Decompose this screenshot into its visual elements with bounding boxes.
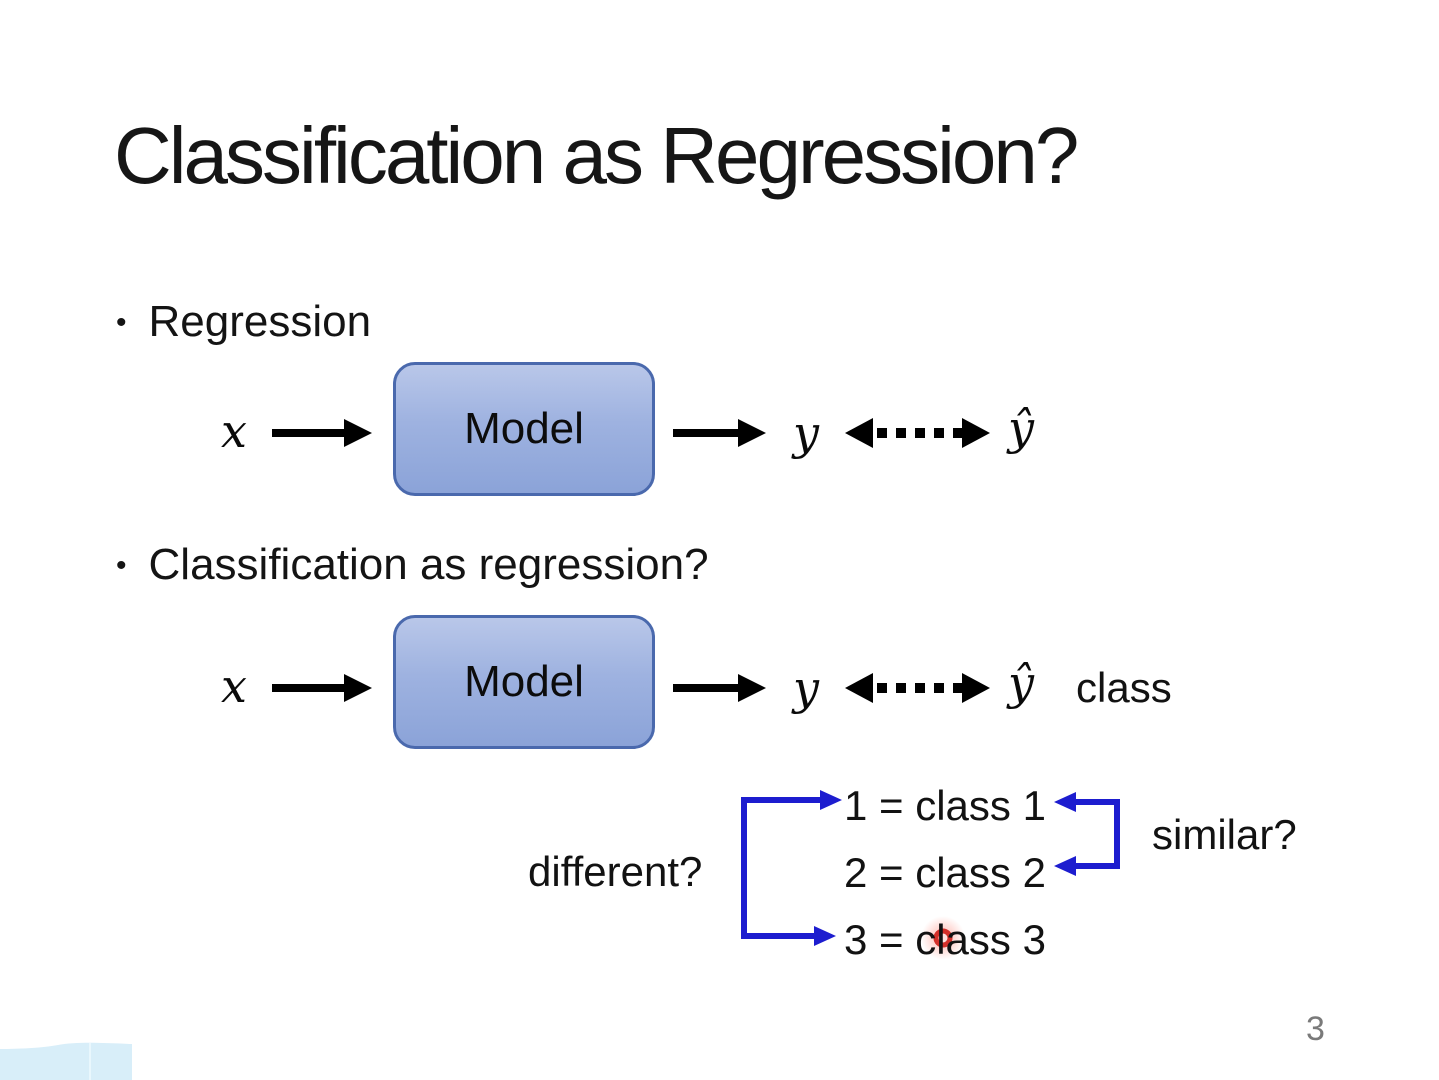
class-word-label: class [1076, 664, 1172, 711]
regression-output-y: y [793, 406, 819, 461]
regression-arrow-x-to-model [272, 419, 372, 447]
regression-input-x: x [221, 404, 247, 459]
regression-prediction-yhat: ŷ [1008, 401, 1034, 456]
different-question-label: different? [528, 848, 703, 895]
bullet-classification-label: Classification as regression? [148, 540, 709, 589]
classification-arrow-x-to-model [272, 674, 372, 702]
bullet-marker-icon: • [116, 549, 127, 582]
slide-title: Classification as Regression? [114, 111, 1079, 200]
classification-input-x: x [221, 659, 247, 714]
laser-pointer-dot [921, 916, 965, 960]
corner-overlay-shape [0, 1042, 132, 1080]
page-number: 3 [1306, 1010, 1325, 1048]
regression-model-label: Model [464, 404, 584, 453]
similar-bracket-arrows [1054, 792, 1120, 876]
class-mapping-row: 2 = class 2 [844, 849, 1046, 896]
different-bracket-arrows [741, 790, 842, 946]
classification-arrow-model-to-y [673, 674, 766, 702]
bullet-regression-label: Regression [148, 297, 372, 346]
class-mapping-row: 1 = class 1 [844, 782, 1046, 829]
classification-dashed-double-arrow [845, 673, 990, 703]
classification-prediction-yhat: ŷ [1008, 656, 1034, 711]
bullet-regression: • Regression [116, 300, 371, 344]
regression-arrow-model-to-y [673, 419, 766, 447]
regression-model-box: Model [393, 362, 655, 496]
regression-dashed-double-arrow [845, 418, 990, 448]
classification-output-y: y [793, 661, 819, 716]
bullet-classification-as-regression: • Classification as regression? [116, 543, 709, 587]
class-mapping-row: 3 = class 3 [844, 916, 1046, 963]
classification-model-box: Model [393, 615, 655, 749]
bullet-marker-icon: • [116, 306, 127, 339]
similar-question-label: similar? [1152, 811, 1297, 858]
classification-model-label: Model [464, 657, 584, 706]
